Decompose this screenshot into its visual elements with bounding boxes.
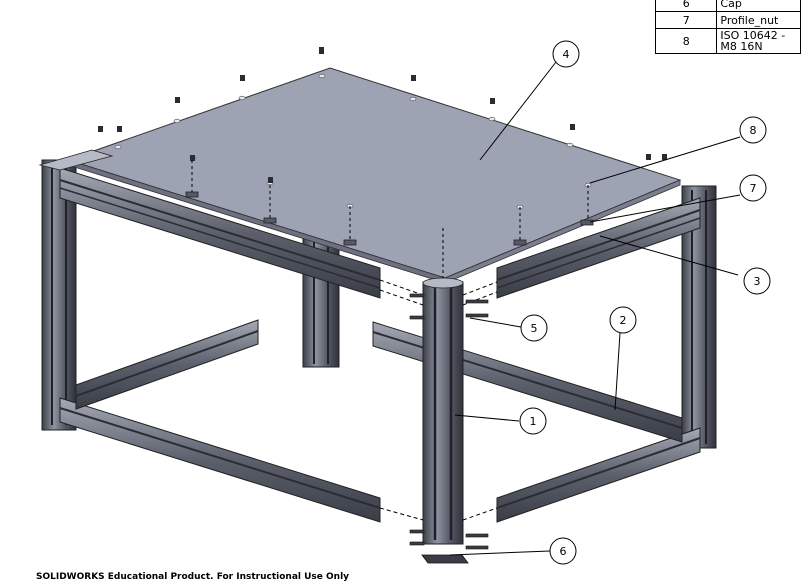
bom-part-name: Profile_nut	[716, 11, 801, 29]
balloon-2: 2	[609, 306, 637, 334]
svg-text:1: 1	[530, 415, 537, 428]
bill-of-materials-table: 6 Cap 7 Profile_nut 8 ISO 10642 - M8 16N	[654, 0, 801, 54]
balloon-1: 1	[519, 407, 547, 435]
profile-post-back-left	[41, 159, 77, 431]
plate-screws	[98, 47, 667, 183]
connector-bolt-heads	[409, 293, 489, 550]
profile-beam-bottom-back	[75, 319, 259, 410]
svg-text:6: 6	[560, 545, 567, 558]
bom-item-number: 7	[654, 11, 718, 29]
profile-beam-bottom-right	[496, 427, 701, 523]
balloon-6: 6	[549, 537, 577, 565]
bom-row: 7 Profile_nut	[654, 11, 801, 29]
balloon-8: 8	[739, 116, 767, 144]
balloon-3: 3	[743, 267, 771, 295]
balloon-leaders	[449, 61, 741, 556]
svg-text:4: 4	[563, 48, 570, 61]
bom-item-number: 6	[654, 0, 718, 12]
bom-part-name: ISO 10642 - M8 16N	[716, 28, 801, 54]
bom-row: 8 ISO 10642 - M8 16N	[654, 28, 801, 54]
svg-text:2: 2	[620, 314, 627, 327]
profile-post-front	[422, 277, 464, 545]
connector-bolts	[379, 279, 498, 521]
balloon-7: 7	[739, 174, 767, 202]
profile-beam-top-right	[496, 197, 701, 299]
svg-text:3: 3	[754, 275, 761, 288]
svg-text:8: 8	[750, 124, 757, 137]
svg-text:7: 7	[750, 182, 757, 195]
profile-nuts	[185, 191, 594, 246]
bom-part-name: Cap	[716, 0, 801, 12]
fastener-axes	[191, 160, 589, 280]
bom-item-number: 8	[654, 28, 718, 54]
bom-row: 6 Cap	[654, 0, 801, 12]
balloon-5: 5	[520, 314, 548, 342]
educational-watermark-text: SOLIDWORKS Educational Product. For Inst…	[36, 572, 350, 582]
profile-beam-bottom-left	[59, 397, 381, 523]
svg-text:5: 5	[531, 322, 538, 335]
balloon-4: 4	[552, 40, 580, 68]
profile-beam-top-left	[38, 149, 381, 299]
cap-part	[421, 554, 469, 564]
